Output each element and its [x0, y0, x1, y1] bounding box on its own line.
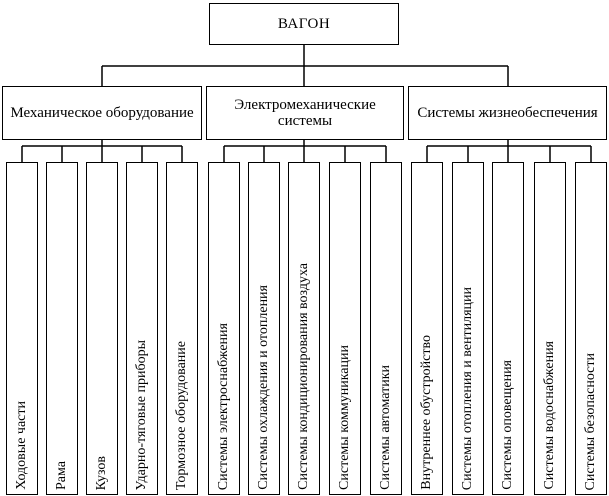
root-node: ВАГОН — [209, 3, 399, 45]
leaf-notification: Системы оповещения — [492, 162, 524, 495]
leaf-safety: Системы безопасности — [575, 162, 607, 495]
leaf-label: Внутреннее обустройство — [419, 335, 434, 490]
category-label: Электромеханические системы — [234, 97, 376, 129]
leaf-label: Системы автоматики — [378, 365, 393, 490]
leaf-running-gear: Ходовые части — [6, 162, 38, 495]
leaf-label: Ударно-тяговые приборы — [134, 339, 149, 490]
leaf-label: Рама — [54, 461, 69, 490]
leaf-label: Кузов — [94, 455, 109, 490]
category-label: Системы жизнеобеспечения — [417, 105, 598, 121]
leaf-label: Системы коммуникации — [337, 345, 352, 490]
leaf-label: Системы оповещения — [500, 360, 515, 490]
leaf-label: Системы кондиционирования воздуха — [296, 263, 311, 490]
leaf-interior: Внутреннее обустройство — [411, 162, 443, 495]
root-label: ВАГОН — [277, 15, 331, 32]
leaf-power-supply: Системы электроснабжения — [208, 162, 240, 495]
leaf-brake-equipment: Тормозное оборудование — [166, 162, 198, 495]
leaf-body: Кузов — [86, 162, 118, 495]
leaf-water-supply: Системы водоснабжения — [534, 162, 566, 495]
leaf-communication: Системы коммуникации — [329, 162, 361, 495]
leaf-automation: Системы автоматики — [370, 162, 402, 495]
leaf-label: Тормозное оборудование — [174, 340, 189, 490]
leaf-frame: Рама — [46, 162, 78, 495]
leaf-draft-gear: Ударно-тяговые приборы — [126, 162, 158, 495]
category-label: Механическое оборудование — [10, 105, 194, 121]
leaf-cooling-heating: Системы охлаждения и отопления — [248, 162, 280, 495]
category-mechanical: Механическое оборудование — [2, 86, 202, 140]
leaf-label: Системы электроснабжения — [216, 322, 231, 490]
leaf-label: Системы водоснабжения — [542, 341, 557, 490]
leaf-label: Системы безопасности — [583, 352, 598, 491]
leaf-label: Ходовые части — [14, 401, 29, 490]
leaf-heating-ventilation: Системы отопления и вентиляции — [452, 162, 484, 495]
category-electromechanical: Электромеханические системы — [206, 86, 404, 140]
leaf-air-conditioning: Системы кондиционирования воздуха — [288, 162, 320, 495]
category-life-support: Системы жизнеобеспечения — [408, 86, 607, 140]
leaf-label: Системы отопления и вентиляции — [460, 286, 475, 490]
leaf-label: Системы охлаждения и отопления — [256, 285, 271, 490]
